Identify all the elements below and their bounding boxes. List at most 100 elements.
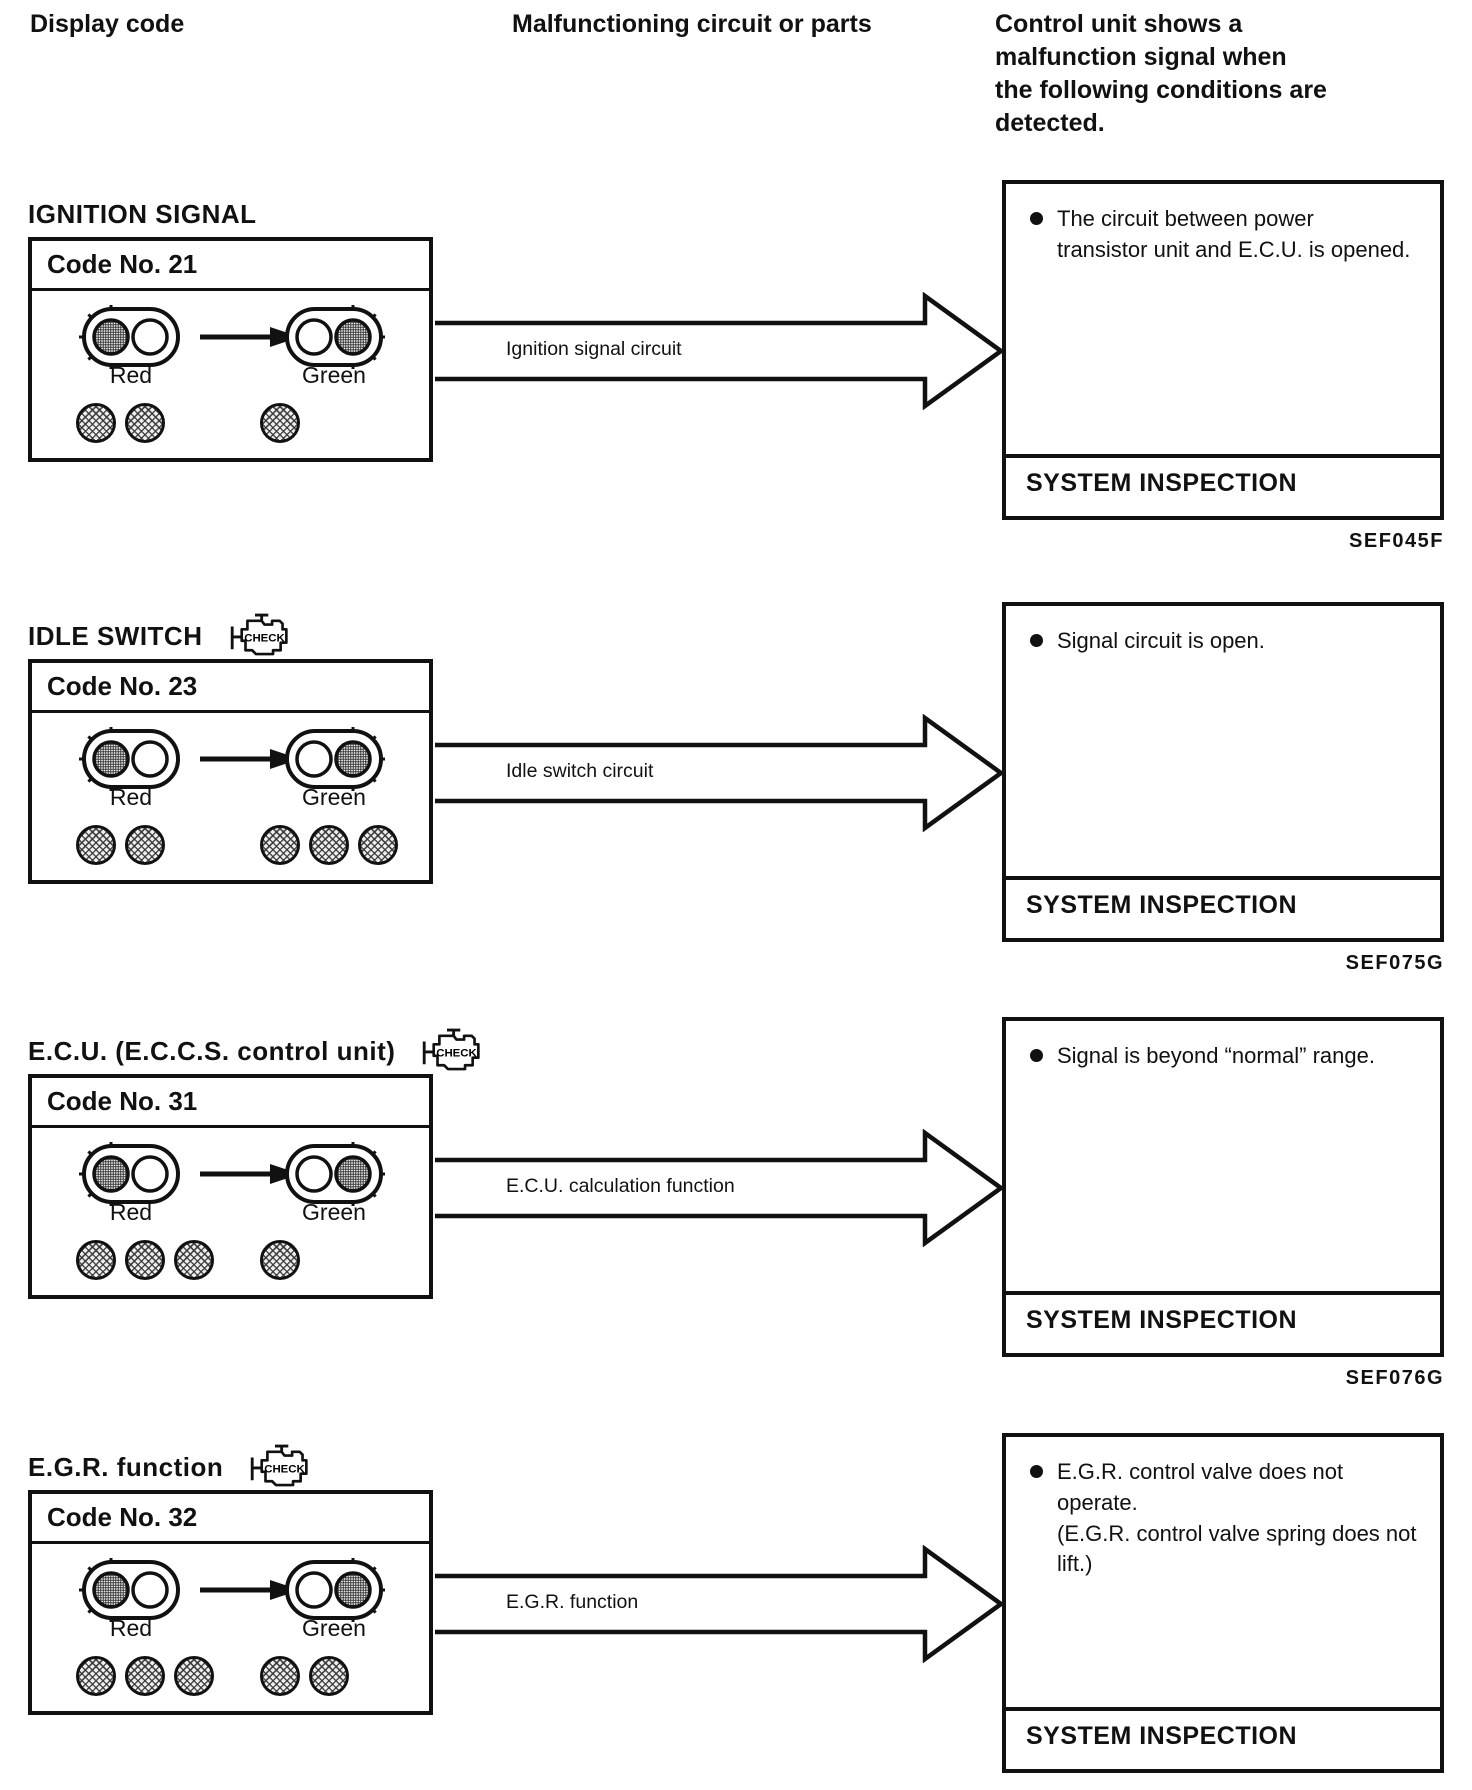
display-code-box: Code No. 21 Red	[28, 237, 433, 462]
condition-item: Signal circuit is open.	[1006, 606, 1440, 657]
blink-count-row	[32, 403, 429, 445]
figure-reference-code: SEF076G	[1345, 1367, 1444, 1389]
blink-dot	[174, 1240, 214, 1280]
section-title: E.C.U. (E.C.C.S. control unit)	[28, 1035, 396, 1066]
system-inspection-label: SYSTEM INSPECTION	[1006, 454, 1440, 516]
display-code-box: Code No. 23 Red	[28, 659, 433, 884]
green-led-icon	[285, 1142, 385, 1206]
code-number-label: Code No. 23	[32, 663, 429, 713]
red-lamp-label: Red	[109, 784, 153, 810]
blink-dot	[260, 403, 300, 443]
blink-dot	[76, 403, 116, 443]
check-engine-icon: CHECK	[423, 1028, 481, 1071]
green-led-icon	[285, 727, 385, 791]
system-inspection-label: SYSTEM INSPECTION	[1006, 876, 1440, 938]
bullet-icon	[1030, 1049, 1043, 1062]
code-number-label: Code No. 21	[32, 241, 429, 291]
red-led-icon	[79, 1142, 180, 1206]
section-egr-function: E.G.R. function CHECK Code No. 32	[28, 1433, 1444, 1790]
condition-box: Signal circuit is open. SYSTEM INSPECTIO…	[1002, 602, 1444, 942]
column-header-display-code: Display code	[30, 10, 185, 38]
blink-dot	[76, 825, 116, 865]
blink-dot	[260, 825, 300, 865]
system-inspection-label: SYSTEM INSPECTION	[1006, 1291, 1440, 1353]
check-engine-icon: CHECK	[230, 613, 288, 656]
blink-dot	[260, 1240, 300, 1280]
blink-dot	[125, 1240, 165, 1280]
flow-arrow-icon	[435, 714, 1005, 832]
red-lamp-label: Red	[109, 1615, 153, 1641]
flow-arrow-icon	[435, 1545, 1005, 1663]
condition-box: Signal is beyond “normal” range. SYSTEM …	[1002, 1017, 1444, 1357]
blink-dot	[309, 825, 349, 865]
red-blink-dots	[76, 825, 165, 865]
code-number-label: Code No. 31	[32, 1078, 429, 1128]
condition-text: Signal circuit is open.	[1057, 628, 1265, 653]
red-lamp-label: Red	[109, 1199, 153, 1225]
svg-text:CHECK: CHECK	[437, 1048, 478, 1060]
blink-dot	[309, 1656, 349, 1696]
figure-reference-code: SEF075G	[1345, 952, 1444, 974]
green-blink-dots	[260, 825, 398, 865]
red-lamp-label: Red	[109, 362, 153, 388]
inspection-lamps-icon	[79, 727, 385, 791]
bullet-icon	[1030, 1465, 1043, 1478]
red-blink-dots	[76, 403, 165, 443]
green-lamp-label: Green	[302, 362, 366, 388]
code-number-label: Code No. 32	[32, 1494, 429, 1544]
malfunction-circuit-label: E.C.U. calculation function	[506, 1175, 735, 1197]
red-led-icon	[79, 1558, 180, 1622]
green-blink-dots	[260, 1240, 300, 1280]
display-code-box: Code No. 32 Red	[28, 1490, 433, 1715]
red-blink-dots	[76, 1240, 214, 1280]
blink-dot	[125, 825, 165, 865]
green-lamp-label: Green	[302, 1199, 366, 1225]
blink-dot	[125, 1656, 165, 1696]
column-header-control-unit: Control unit shows a malfunction signal …	[995, 10, 1327, 137]
red-led-icon	[79, 727, 180, 791]
system-inspection-label: SYSTEM INSPECTION	[1006, 1707, 1440, 1769]
flow-arrow-icon	[435, 1129, 1005, 1247]
section-title: IGNITION SIGNAL	[28, 198, 257, 229]
blink-dot	[358, 825, 398, 865]
inspection-lamps-icon	[79, 1142, 385, 1206]
column-header-malfunction: Malfunctioning circuit or parts	[512, 10, 872, 38]
condition-item: E.G.R. control valve does not operate. (…	[1006, 1437, 1440, 1580]
blink-dot	[174, 1656, 214, 1696]
green-lamp-label: Green	[302, 784, 366, 810]
green-lamp-label: Green	[302, 1615, 366, 1641]
figure-reference-code: SEF045F	[1349, 530, 1444, 552]
condition-box: E.G.R. control valve does not operate. (…	[1002, 1433, 1444, 1773]
bullet-icon	[1030, 212, 1043, 225]
green-led-icon	[285, 1558, 385, 1622]
blink-dot	[125, 403, 165, 443]
check-engine-icon: CHECK	[251, 1444, 308, 1487]
section-heading: IDLE SWITCH CHECK	[28, 610, 293, 662]
blink-count-row	[32, 1656, 429, 1698]
condition-item: Signal is beyond “normal” range.	[1006, 1021, 1440, 1072]
green-led-icon	[285, 305, 385, 369]
section-heading: E.C.U. (E.C.C.S. control unit) CHECK	[28, 1025, 485, 1077]
red-blink-dots	[76, 1656, 214, 1696]
condition-item: The circuit between power transistor uni…	[1006, 184, 1440, 266]
condition-text: Signal is beyond “normal” range.	[1057, 1043, 1375, 1068]
section-ignition-signal: IGNITION SIGNAL Code No. 21	[28, 180, 1444, 552]
inspection-lamps-icon	[79, 1558, 385, 1622]
green-blink-dots	[260, 403, 300, 443]
inspection-lamps-icon	[79, 305, 385, 369]
blink-count-row	[32, 825, 429, 867]
svg-text:CHECK: CHECK	[244, 633, 285, 645]
green-blink-dots	[260, 1656, 349, 1696]
bullet-icon	[1030, 634, 1043, 647]
malfunction-circuit-label: Idle switch circuit	[506, 760, 654, 782]
blink-count-row	[32, 1240, 429, 1282]
section-heading: E.G.R. function CHECK	[28, 1441, 313, 1493]
condition-text: E.G.R. control valve does not operate. (…	[1057, 1459, 1417, 1577]
section-title: E.G.R. function	[28, 1451, 224, 1482]
red-led-icon	[79, 305, 180, 369]
flow-arrow-icon	[435, 292, 1005, 410]
condition-text: The circuit between power transistor uni…	[1057, 206, 1411, 262]
display-code-box: Code No. 31 Red	[28, 1074, 433, 1299]
blink-dot	[76, 1656, 116, 1696]
